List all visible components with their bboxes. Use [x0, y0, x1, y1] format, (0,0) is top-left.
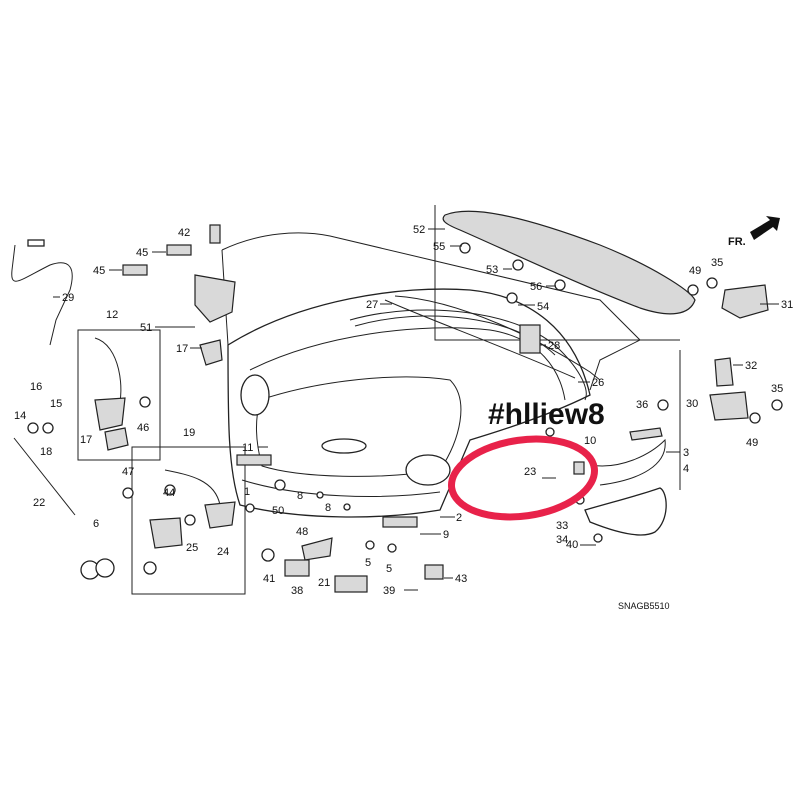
callout-30: 30 — [686, 398, 698, 410]
callout-14: 14 — [14, 410, 26, 422]
callout-27: 27 — [366, 299, 378, 311]
callout-23: 23 — [524, 466, 536, 478]
leader-lines — [53, 228, 779, 591]
callout-2: 2 — [456, 512, 462, 524]
callout-45a: 45 — [136, 247, 148, 259]
group-box-12 — [77, 329, 161, 461]
latch-31 — [721, 284, 769, 319]
callout-8b: 8 — [325, 502, 331, 514]
callout-1: 1 — [244, 486, 250, 498]
callout-49a: 49 — [689, 265, 701, 277]
callout-44: 44 — [163, 487, 175, 499]
callout-labels: 52 55 53 56 54 27 28 26 10 23 2 9 3 4 33… — [14, 224, 793, 597]
callout-16: 16 — [30, 381, 42, 393]
callout-46: 46 — [137, 422, 149, 434]
callout-40: 40 — [566, 539, 578, 551]
callout-8a: 8 — [297, 490, 303, 502]
rod-22 — [13, 437, 76, 516]
callout-4: 4 — [683, 463, 689, 475]
callout-18: 18 — [40, 446, 52, 458]
release-cable-29 — [11, 244, 73, 346]
callout-6: 6 — [93, 518, 99, 530]
callout-49b: 49 — [746, 437, 758, 449]
front-direction-arrow: FR. — [728, 216, 780, 248]
callout-21: 21 — [318, 577, 330, 589]
callout-22: 22 — [33, 497, 45, 509]
callout-56: 56 — [530, 281, 542, 293]
cylinder-32 — [714, 357, 734, 387]
callout-51: 51 — [140, 322, 152, 334]
callout-19: 19 — [183, 427, 195, 439]
callout-36: 36 — [636, 399, 648, 411]
group-box-19 — [131, 446, 246, 595]
callout-5b: 5 — [386, 563, 392, 575]
hinge-3 — [589, 438, 666, 486]
callout-26: 26 — [592, 377, 604, 389]
callout-3: 3 — [683, 447, 689, 459]
spoiler-52 — [434, 205, 696, 341]
callout-9: 9 — [443, 529, 449, 541]
diagram-code: SNAGB5510 — [618, 601, 670, 611]
watermark: #hlliew8 — [488, 398, 605, 431]
callout-15: 15 — [50, 398, 62, 410]
callout-24: 24 — [217, 546, 229, 558]
callout-29: 29 — [62, 292, 74, 304]
callout-34: 34 — [556, 534, 568, 546]
callout-45b: 45 — [93, 265, 105, 277]
actuator-30 — [709, 391, 749, 421]
callout-12: 12 — [106, 309, 118, 321]
callout-47: 47 — [122, 466, 134, 478]
callout-31: 31 — [781, 299, 793, 311]
callout-53: 53 — [486, 264, 498, 276]
callout-32: 32 — [745, 360, 757, 372]
direction-label: FR. — [728, 236, 746, 248]
callout-28: 28 — [548, 340, 560, 352]
torsion-bar-27 — [384, 299, 576, 379]
highlight-ring — [448, 435, 598, 521]
callout-11: 11 — [242, 442, 253, 454]
callout-35b: 35 — [771, 383, 783, 395]
callout-42: 42 — [178, 227, 190, 239]
body-outline — [221, 232, 641, 391]
callout-48: 48 — [296, 526, 308, 538]
callout-38: 38 — [291, 585, 303, 597]
callout-50: 50 — [272, 505, 284, 517]
callout-25: 25 — [186, 542, 198, 554]
callout-54: 54 — [537, 301, 549, 313]
torsion-bar-26 — [394, 295, 601, 381]
callout-5a: 5 — [365, 557, 371, 569]
callout-55: 55 — [433, 241, 445, 253]
callout-39: 39 — [383, 585, 395, 597]
callout-33: 33 — [556, 520, 568, 532]
callout-17b: 17 — [80, 434, 92, 446]
callout-10: 10 — [584, 435, 596, 447]
callout-43: 43 — [455, 573, 467, 585]
hinge-33 — [584, 487, 667, 536]
latch-51 — [194, 274, 236, 366]
callout-17a: 17 — [176, 343, 188, 355]
callout-41: 41 — [263, 573, 275, 585]
callout-35a: 35 — [711, 257, 723, 269]
callout-52: 52 — [413, 224, 425, 236]
